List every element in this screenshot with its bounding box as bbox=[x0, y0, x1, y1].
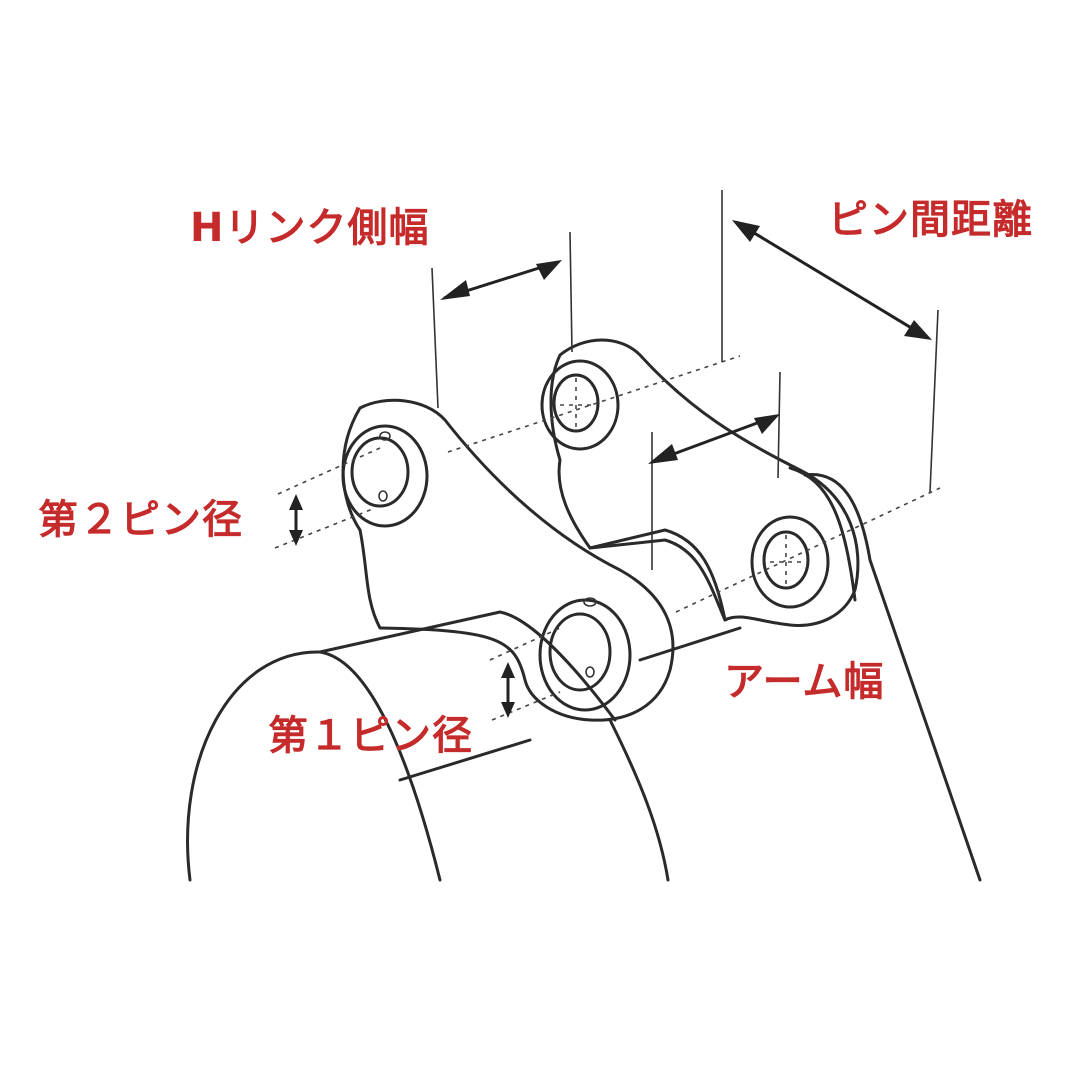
dimension-arm-width bbox=[648, 414, 780, 464]
dimension-second-pin-dia bbox=[289, 494, 303, 546]
label-second-pin-diameter: 第２ピン径 bbox=[38, 497, 243, 543]
label-arm-width: アーム幅 bbox=[724, 659, 885, 705]
pin-left-upper bbox=[341, 424, 429, 528]
pin-right-lower bbox=[750, 515, 830, 609]
label-h-link-width: Hリンク側幅 bbox=[190, 205, 430, 251]
label-first-pin-diameter: 第１ピン径 bbox=[268, 713, 473, 759]
pin-right-upper bbox=[540, 359, 620, 451]
pin-left-lower bbox=[538, 597, 632, 712]
dimension-pin-distance bbox=[732, 220, 932, 340]
bucket-body bbox=[186, 466, 982, 882]
extension-lines bbox=[274, 190, 941, 721]
dimension-h-link-width bbox=[440, 260, 562, 300]
left-bracket-plate bbox=[341, 398, 675, 722]
dimension-first-pin-dia bbox=[501, 662, 515, 718]
right-bracket-plate bbox=[549, 338, 860, 662]
label-pin-distance: ピン間距離 bbox=[828, 197, 1033, 243]
